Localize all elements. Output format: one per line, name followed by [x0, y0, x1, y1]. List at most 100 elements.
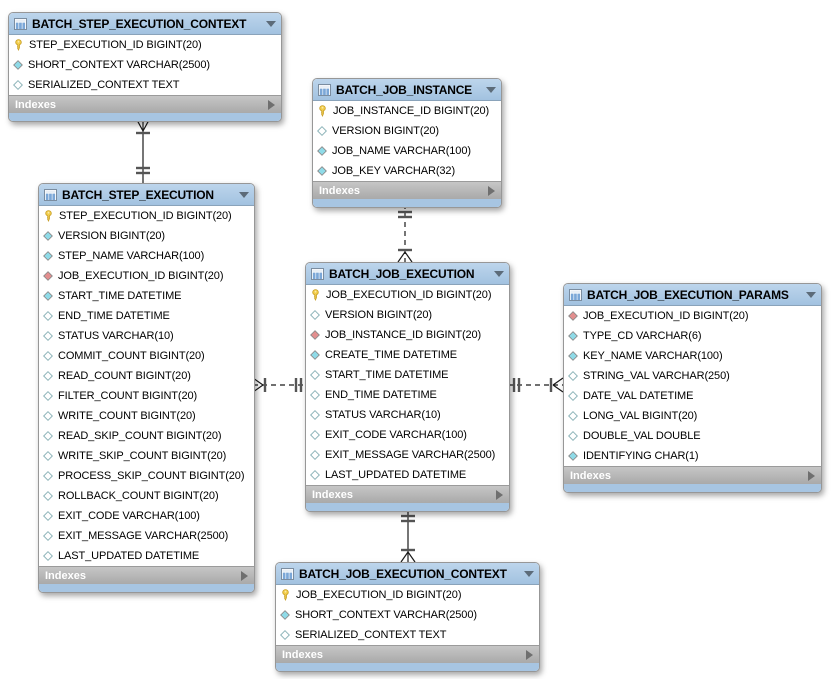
table-column-row[interactable]: END_TIME DATETIME: [306, 385, 509, 405]
table-column-row[interactable]: JOB_EXECUTION_ID BIGINT(20): [39, 266, 254, 286]
table-column-row[interactable]: IDENTIFYING CHAR(1): [564, 446, 821, 466]
column-label: JOB_EXECUTION_ID BIGINT(20): [326, 289, 492, 301]
table-column-row[interactable]: JOB_INSTANCE_ID BIGINT(20): [306, 325, 509, 345]
table-column-row[interactable]: JOB_EXECUTION_ID BIGINT(20): [276, 585, 539, 605]
chevron-right-icon[interactable]: [488, 185, 495, 196]
table-column-row[interactable]: EXIT_MESSAGE VARCHAR(2500): [39, 526, 254, 546]
primary-key-icon: [43, 210, 54, 222]
column-nullable-icon: [568, 391, 578, 401]
table-column-row[interactable]: LAST_UPDATED DATETIME: [306, 465, 509, 485]
column-notnull-icon: [317, 146, 327, 156]
table-column-row[interactable]: STRING_VAL VARCHAR(250): [564, 366, 821, 386]
table-batch-job-execution[interactable]: BATCH_JOB_EXECUTION JOB_EXECUTION_ID BIGI…: [305, 262, 510, 512]
table-header[interactable]: BATCH_JOB_INSTANCE: [313, 79, 501, 101]
table-column-row[interactable]: VERSION BIGINT(20): [306, 305, 509, 325]
table-column-row[interactable]: VERSION BIGINT(20): [39, 226, 254, 246]
chevron-right-icon[interactable]: [808, 470, 815, 481]
column-label: SHORT_CONTEXT VARCHAR(2500): [28, 59, 210, 71]
table-column-row[interactable]: FILTER_COUNT BIGINT(20): [39, 386, 254, 406]
relationship-batch-step-execution-to-batch-step-execution-context[interactable]: [136, 119, 150, 183]
table-column-row[interactable]: SERIALIZED_CONTEXT TEXT: [9, 75, 281, 95]
relationship-batch-job-execution-to-batch-step-execution[interactable]: [252, 377, 305, 393]
column-label: LONG_VAL BIGINT(20): [583, 410, 698, 422]
table-header[interactable]: BATCH_JOB_EXECUTION_CONTEXT: [276, 563, 539, 585]
table-column-row[interactable]: READ_COUNT BIGINT(20): [39, 366, 254, 386]
chevron-right-icon[interactable]: [268, 99, 275, 110]
chevron-down-icon[interactable]: [239, 191, 249, 198]
relationship-batch-job-execution-to-batch-job-execution-context[interactable]: [400, 508, 416, 563]
table-column-row[interactable]: COMMIT_COUNT BIGINT(20): [39, 346, 254, 366]
table-column-row[interactable]: STATUS VARCHAR(10): [306, 405, 509, 425]
table-column-row[interactable]: EXIT_CODE VARCHAR(100): [306, 425, 509, 445]
indexes-label: Indexes: [319, 184, 360, 197]
table-header[interactable]: BATCH_JOB_EXECUTION: [306, 263, 509, 285]
chevron-down-icon[interactable]: [266, 20, 276, 27]
column-nullable-icon: [317, 126, 327, 136]
column-label: READ_COUNT BIGINT(20): [58, 370, 191, 382]
table-column-row[interactable]: LONG_VAL BIGINT(20): [564, 406, 821, 426]
indexes-section[interactable]: Indexes: [39, 566, 254, 584]
table-column-row[interactable]: DATE_VAL DATETIME: [564, 386, 821, 406]
table-column-row[interactable]: PROCESS_SKIP_COUNT BIGINT(20): [39, 466, 254, 486]
table-column-row[interactable]: JOB_KEY VARCHAR(32): [313, 161, 501, 181]
chevron-right-icon[interactable]: [526, 649, 533, 660]
table-column-row[interactable]: END_TIME DATETIME: [39, 306, 254, 326]
chevron-down-icon[interactable]: [524, 570, 534, 577]
table-column-row[interactable]: READ_SKIP_COUNT BIGINT(20): [39, 426, 254, 446]
table-column-row[interactable]: SERIALIZED_CONTEXT TEXT: [276, 625, 539, 645]
table-column-row[interactable]: KEY_NAME VARCHAR(100): [564, 346, 821, 366]
table-column-row[interactable]: JOB_INSTANCE_ID BIGINT(20): [313, 101, 501, 121]
indexes-section[interactable]: Indexes: [313, 181, 501, 199]
table-column-row[interactable]: JOB_EXECUTION_ID BIGINT(20): [306, 285, 509, 305]
table-column-row[interactable]: STEP_EXECUTION_ID BIGINT(20): [39, 206, 254, 226]
chevron-down-icon[interactable]: [806, 291, 816, 298]
indexes-section[interactable]: Indexes: [276, 645, 539, 663]
table-header[interactable]: BATCH_STEP_EXECUTION_CONTEXT: [9, 13, 281, 35]
column-label: TYPE_CD VARCHAR(6): [583, 330, 702, 342]
table-column-row[interactable]: STEP_EXECUTION_ID BIGINT(20): [9, 35, 281, 55]
column-nullable-icon: [43, 311, 53, 321]
table-columns-list: JOB_EXECUTION_ID BIGINT(20)SHORT_CONTEXT…: [276, 585, 539, 645]
column-nullable-icon: [310, 370, 320, 380]
table-column-row[interactable]: STEP_NAME VARCHAR(100): [39, 246, 254, 266]
column-notnull-icon: [280, 610, 290, 620]
table-header[interactable]: BATCH_JOB_EXECUTION_PARAMS: [564, 284, 821, 306]
table-column-row[interactable]: CREATE_TIME DATETIME: [306, 345, 509, 365]
table-column-row[interactable]: START_TIME DATETIME: [306, 365, 509, 385]
table-column-row[interactable]: JOB_NAME VARCHAR(100): [313, 141, 501, 161]
indexes-section[interactable]: Indexes: [564, 466, 821, 484]
indexes-section[interactable]: Indexes: [9, 95, 281, 113]
relationship-batch-job-instance-to-batch-job-execution[interactable]: [397, 204, 413, 263]
table-column-row[interactable]: VERSION BIGINT(20): [313, 121, 501, 141]
table-bottom-strip: [39, 584, 254, 592]
column-label: WRITE_SKIP_COUNT BIGINT(20): [58, 450, 227, 462]
table-column-row[interactable]: WRITE_SKIP_COUNT BIGINT(20): [39, 446, 254, 466]
table-column-row[interactable]: START_TIME DATETIME: [39, 286, 254, 306]
table-column-row[interactable]: EXIT_CODE VARCHAR(100): [39, 506, 254, 526]
chevron-down-icon[interactable]: [486, 86, 496, 93]
table-column-row[interactable]: STATUS VARCHAR(10): [39, 326, 254, 346]
table-column-row[interactable]: TYPE_CD VARCHAR(6): [564, 326, 821, 346]
chevron-right-icon[interactable]: [241, 570, 248, 581]
table-column-row[interactable]: EXIT_MESSAGE VARCHAR(2500): [306, 445, 509, 465]
table-column-row[interactable]: SHORT_CONTEXT VARCHAR(2500): [276, 605, 539, 625]
table-column-row[interactable]: ROLLBACK_COUNT BIGINT(20): [39, 486, 254, 506]
table-header[interactable]: BATCH_STEP_EXECUTION: [39, 184, 254, 206]
indexes-section[interactable]: Indexes: [306, 485, 509, 503]
table-column-row[interactable]: DOUBLE_VAL DOUBLE: [564, 426, 821, 446]
chevron-down-icon[interactable]: [494, 270, 504, 277]
chevron-right-icon[interactable]: [496, 489, 503, 500]
column-label: VERSION BIGINT(20): [325, 309, 432, 321]
table-column-row[interactable]: SHORT_CONTEXT VARCHAR(2500): [9, 55, 281, 75]
column-nullable-icon: [43, 471, 53, 481]
table-column-row[interactable]: LAST_UPDATED DATETIME: [39, 546, 254, 566]
table-column-row[interactable]: JOB_EXECUTION_ID BIGINT(20): [564, 306, 821, 326]
column-label: DOUBLE_VAL DOUBLE: [583, 430, 701, 442]
relationship-batch-job-execution-to-batch-job-execution-params[interactable]: [508, 377, 564, 393]
table-column-row[interactable]: WRITE_COUNT BIGINT(20): [39, 406, 254, 426]
